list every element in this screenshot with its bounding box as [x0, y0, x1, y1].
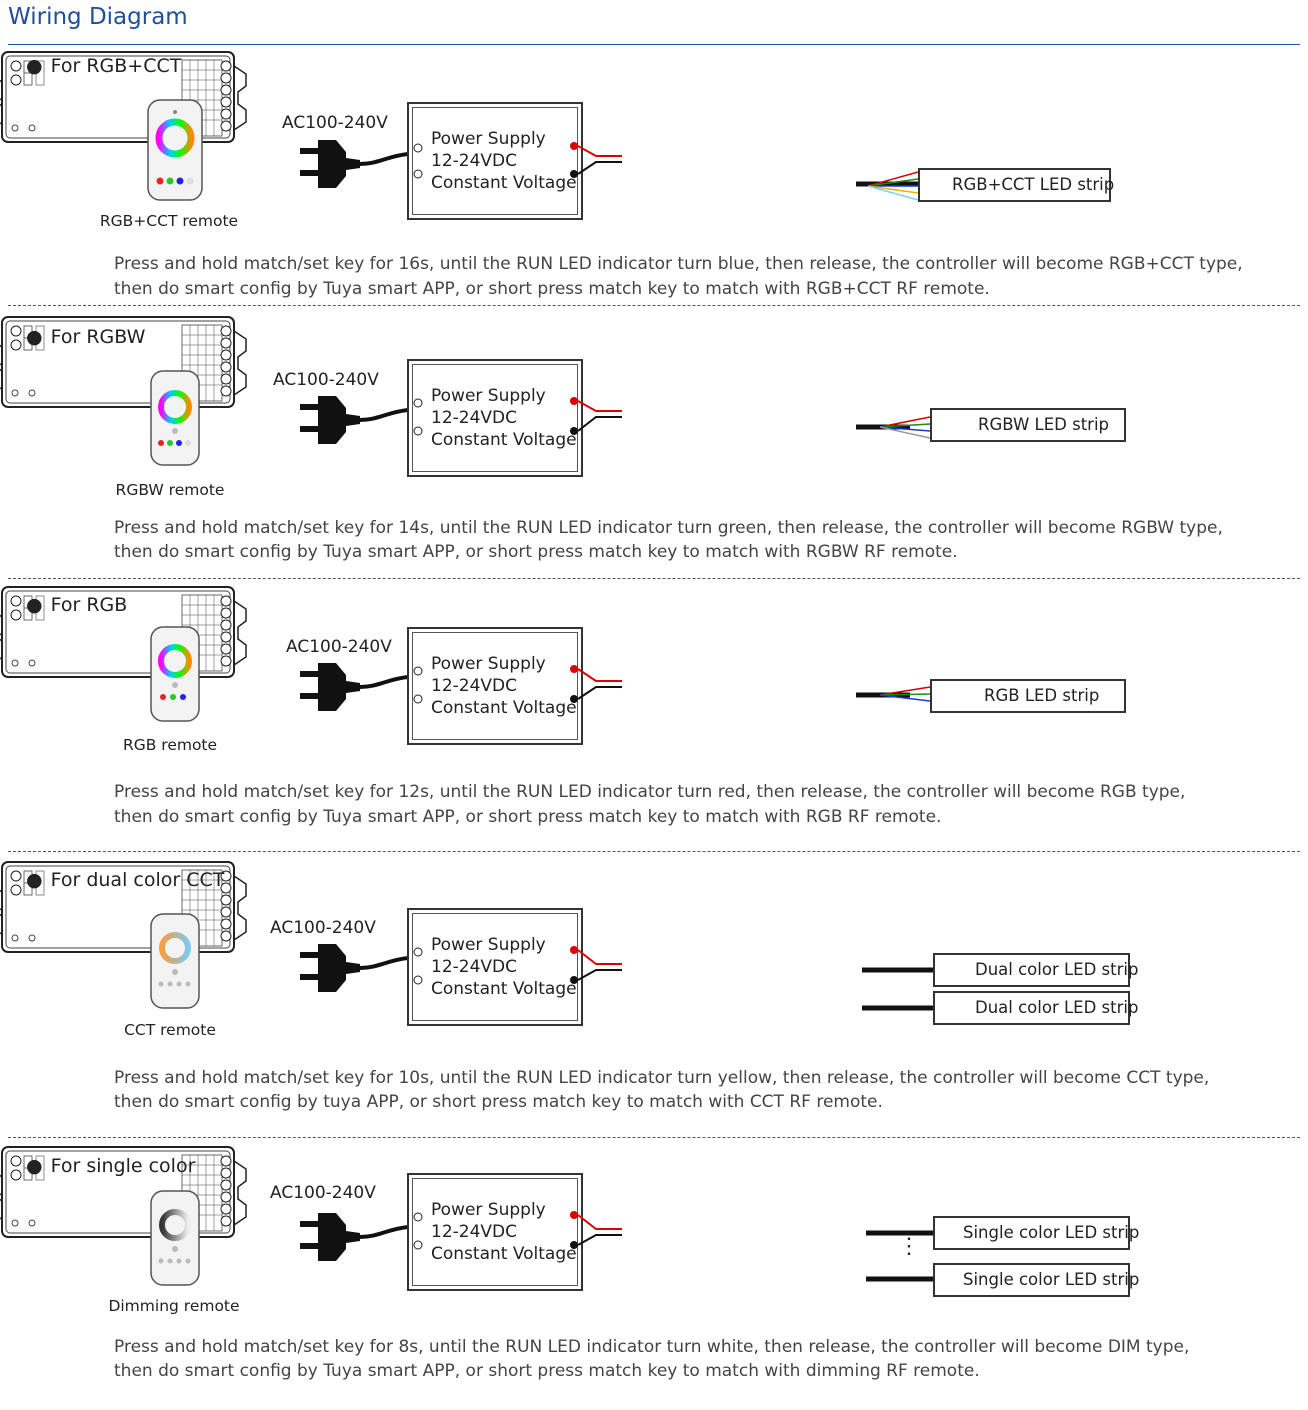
- psu-line1: Power Supply: [431, 129, 546, 149]
- section-dual-color-cct: ● For dual color CCT CCT remote AC100-240…: [0, 860, 1308, 1130]
- psu-line3: Constant Voltage: [431, 979, 577, 999]
- section-single-color: ● For single color Dimming remote AC100-2…: [0, 1145, 1308, 1410]
- led-strip-a: Single color LED strip: [933, 1216, 1139, 1250]
- psu-line1: Power Supply: [431, 654, 546, 674]
- remote-label: RGBW remote: [115, 481, 225, 499]
- psu-line1: Power Supply: [431, 386, 546, 406]
- psu-line2: 12-24VDC: [431, 408, 517, 428]
- plug-icon: [298, 657, 408, 717]
- bullet-icon: ●: [26, 55, 43, 77]
- strip-label: RGB+CCT LED strip: [952, 175, 1115, 194]
- instruction-line1: Press and hold match/set key for 10s, un…: [114, 1068, 1210, 1088]
- ac-label: AC100-240V: [286, 637, 392, 657]
- rgbw-remote-icon: [150, 370, 200, 466]
- psu-line3: Constant Voltage: [431, 430, 577, 450]
- led-strip-b: Single color LED strip: [933, 1263, 1139, 1297]
- section-heading: ● For RGB: [26, 594, 127, 616]
- psu-line3: Constant Voltage: [431, 173, 577, 193]
- psu-line2: 12-24VDC: [431, 1222, 517, 1242]
- instruction-line1: Press and hold match/set key for 12s, un…: [114, 782, 1186, 802]
- section-rgbw: ● For RGBW RGBW remote AC100-240V Power S…: [0, 315, 1308, 575]
- wiring: [413, 142, 920, 187]
- section-heading: ● For dual color CCT: [26, 869, 224, 891]
- ac-label: AC100-240V: [273, 370, 379, 390]
- wiring: [413, 397, 910, 436]
- ac-label: AC100-240V: [282, 113, 388, 133]
- section-divider: [8, 305, 1300, 306]
- plug-icon: [298, 1207, 408, 1267]
- page-title: Wiring Diagram: [8, 4, 188, 30]
- rgb-cct-remote-icon: [147, 99, 203, 201]
- led-strip-b: Dual color LED strip: [933, 991, 1138, 1025]
- instruction-line2: then do smart config by Tuya smart APP, …: [114, 1361, 980, 1381]
- cct-remote-icon: [150, 913, 200, 1009]
- section-heading: ● For RGBW: [26, 326, 145, 348]
- strip-wires: [880, 686, 931, 702]
- instruction-line1: Press and hold match/set key for 14s, un…: [114, 518, 1223, 538]
- section-heading-text: For RGB+CCT: [50, 55, 182, 77]
- bullet-icon: ●: [26, 1155, 43, 1177]
- strip-label: Single color LED strip: [963, 1223, 1140, 1242]
- more-strips-indicator: ⋮: [898, 1233, 920, 1258]
- section-heading: ● For single color: [26, 1155, 195, 1177]
- section-heading-text: For RGBW: [50, 326, 146, 348]
- remote-label: Dimming remote: [108, 1297, 240, 1315]
- strip-label: RGB LED strip: [984, 686, 1100, 705]
- remote-label: RGB+CCT remote: [99, 212, 239, 230]
- led-strip: RGB+CCT LED strip: [918, 168, 1115, 202]
- section-divider: [8, 578, 1300, 579]
- instruction-line1: Press and hold match/set key for 16s, un…: [114, 254, 1243, 274]
- led-strip: RGBW LED strip: [930, 408, 1126, 442]
- psu-line3: Constant Voltage: [431, 1244, 577, 1264]
- strip-wires: [868, 171, 919, 201]
- wiring: [413, 1211, 940, 1282]
- section-divider: [8, 851, 1300, 852]
- section-heading: ● For RGB+CCT: [26, 55, 181, 77]
- plug-icon: [298, 390, 408, 450]
- bullet-icon: ●: [26, 326, 43, 348]
- bullet-icon: ●: [26, 869, 43, 891]
- instruction-line2: then do smart config by Tuya smart APP, …: [114, 542, 958, 562]
- section-rgb: ● For RGB RGB remote AC100-240V Power Sup…: [0, 585, 1308, 845]
- remote-label: RGB remote: [122, 736, 218, 754]
- wiring: [413, 946, 940, 1011]
- remote-label: CCT remote: [124, 1021, 216, 1039]
- title-rule: [8, 44, 1300, 45]
- rgb-remote-icon: [150, 626, 200, 722]
- section-heading-text: For RGB: [50, 594, 128, 616]
- led-strip-a: Dual color LED strip: [933, 953, 1138, 987]
- section-rgb-cct: ● For RGB+CCT RGB+CCT remote AC100-240V P…: [0, 50, 1308, 305]
- instruction-line2: then do smart config by Tuya smart APP, …: [114, 279, 990, 299]
- strip-label: Dual color LED strip: [975, 960, 1139, 979]
- led-strip: RGB LED strip: [930, 679, 1126, 713]
- strip-label: Single color LED strip: [963, 1270, 1140, 1289]
- bullet-icon: ●: [26, 594, 43, 616]
- strip-wires: [880, 416, 931, 439]
- psu-line2: 12-24VDC: [431, 957, 517, 977]
- ac-label: AC100-240V: [270, 918, 376, 938]
- strip-label: RGBW LED strip: [978, 415, 1110, 434]
- instruction-line1: Press and hold match/set key for 8s, unt…: [114, 1337, 1190, 1357]
- psu-line3: Constant Voltage: [431, 698, 577, 718]
- wiring: [413, 665, 910, 704]
- psu-line2: 12-24VDC: [431, 676, 517, 696]
- plug-icon: [298, 134, 408, 194]
- psu-line1: Power Supply: [431, 935, 546, 955]
- psu-line2: 12-24VDC: [431, 151, 517, 171]
- instruction-line2: then do smart config by Tuya smart APP, …: [114, 807, 942, 827]
- strip-label: Dual color LED strip: [975, 998, 1139, 1017]
- psu-line1: Power Supply: [431, 1200, 546, 1220]
- ac-label: AC100-240V: [270, 1183, 376, 1203]
- section-heading-text: For dual color CCT: [50, 869, 225, 891]
- section-divider: [8, 1137, 1300, 1138]
- section-heading-text: For single color: [50, 1155, 196, 1177]
- plug-icon: [298, 938, 408, 998]
- dimming-remote-icon: [150, 1190, 200, 1286]
- instruction-line2: then do smart config by tuya APP, or sho…: [114, 1092, 883, 1112]
